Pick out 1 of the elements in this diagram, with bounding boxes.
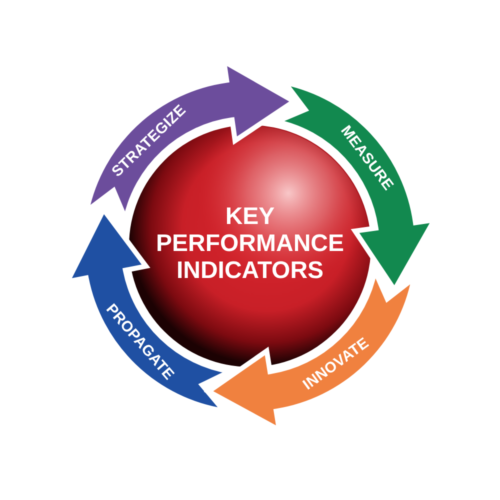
center-title: KEY PERFORMANCE INDICATORS: [154, 202, 345, 284]
